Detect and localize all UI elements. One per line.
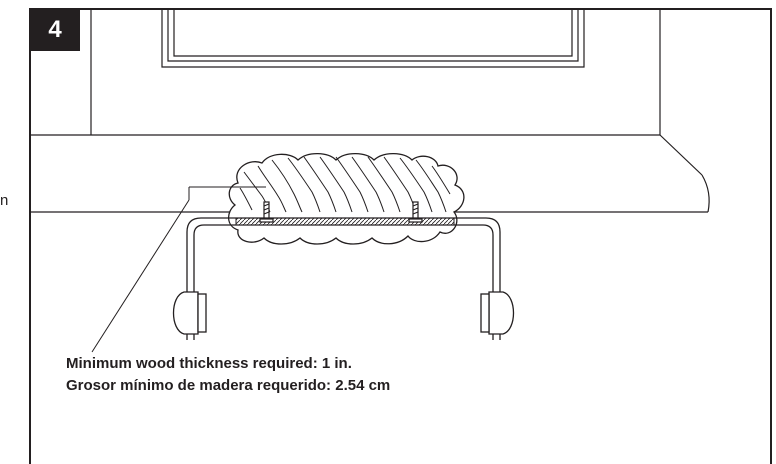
bracket <box>186 217 501 340</box>
end-cap-left <box>172 291 207 335</box>
window-frame <box>30 9 710 213</box>
caption-spanish: Grosor mínimo de madera requerido: 2.54 … <box>66 377 391 394</box>
thickness-indicator <box>91 186 266 353</box>
screw-right <box>408 201 423 223</box>
screw-left <box>259 201 274 223</box>
diagram-frame <box>29 8 772 464</box>
caption-english: Minimum wood thickness required: 1 in. <box>66 355 352 372</box>
cropped-text-fragment: n <box>0 192 9 209</box>
end-cap-right <box>480 291 515 335</box>
step-number-badge: 4 <box>30 9 80 51</box>
